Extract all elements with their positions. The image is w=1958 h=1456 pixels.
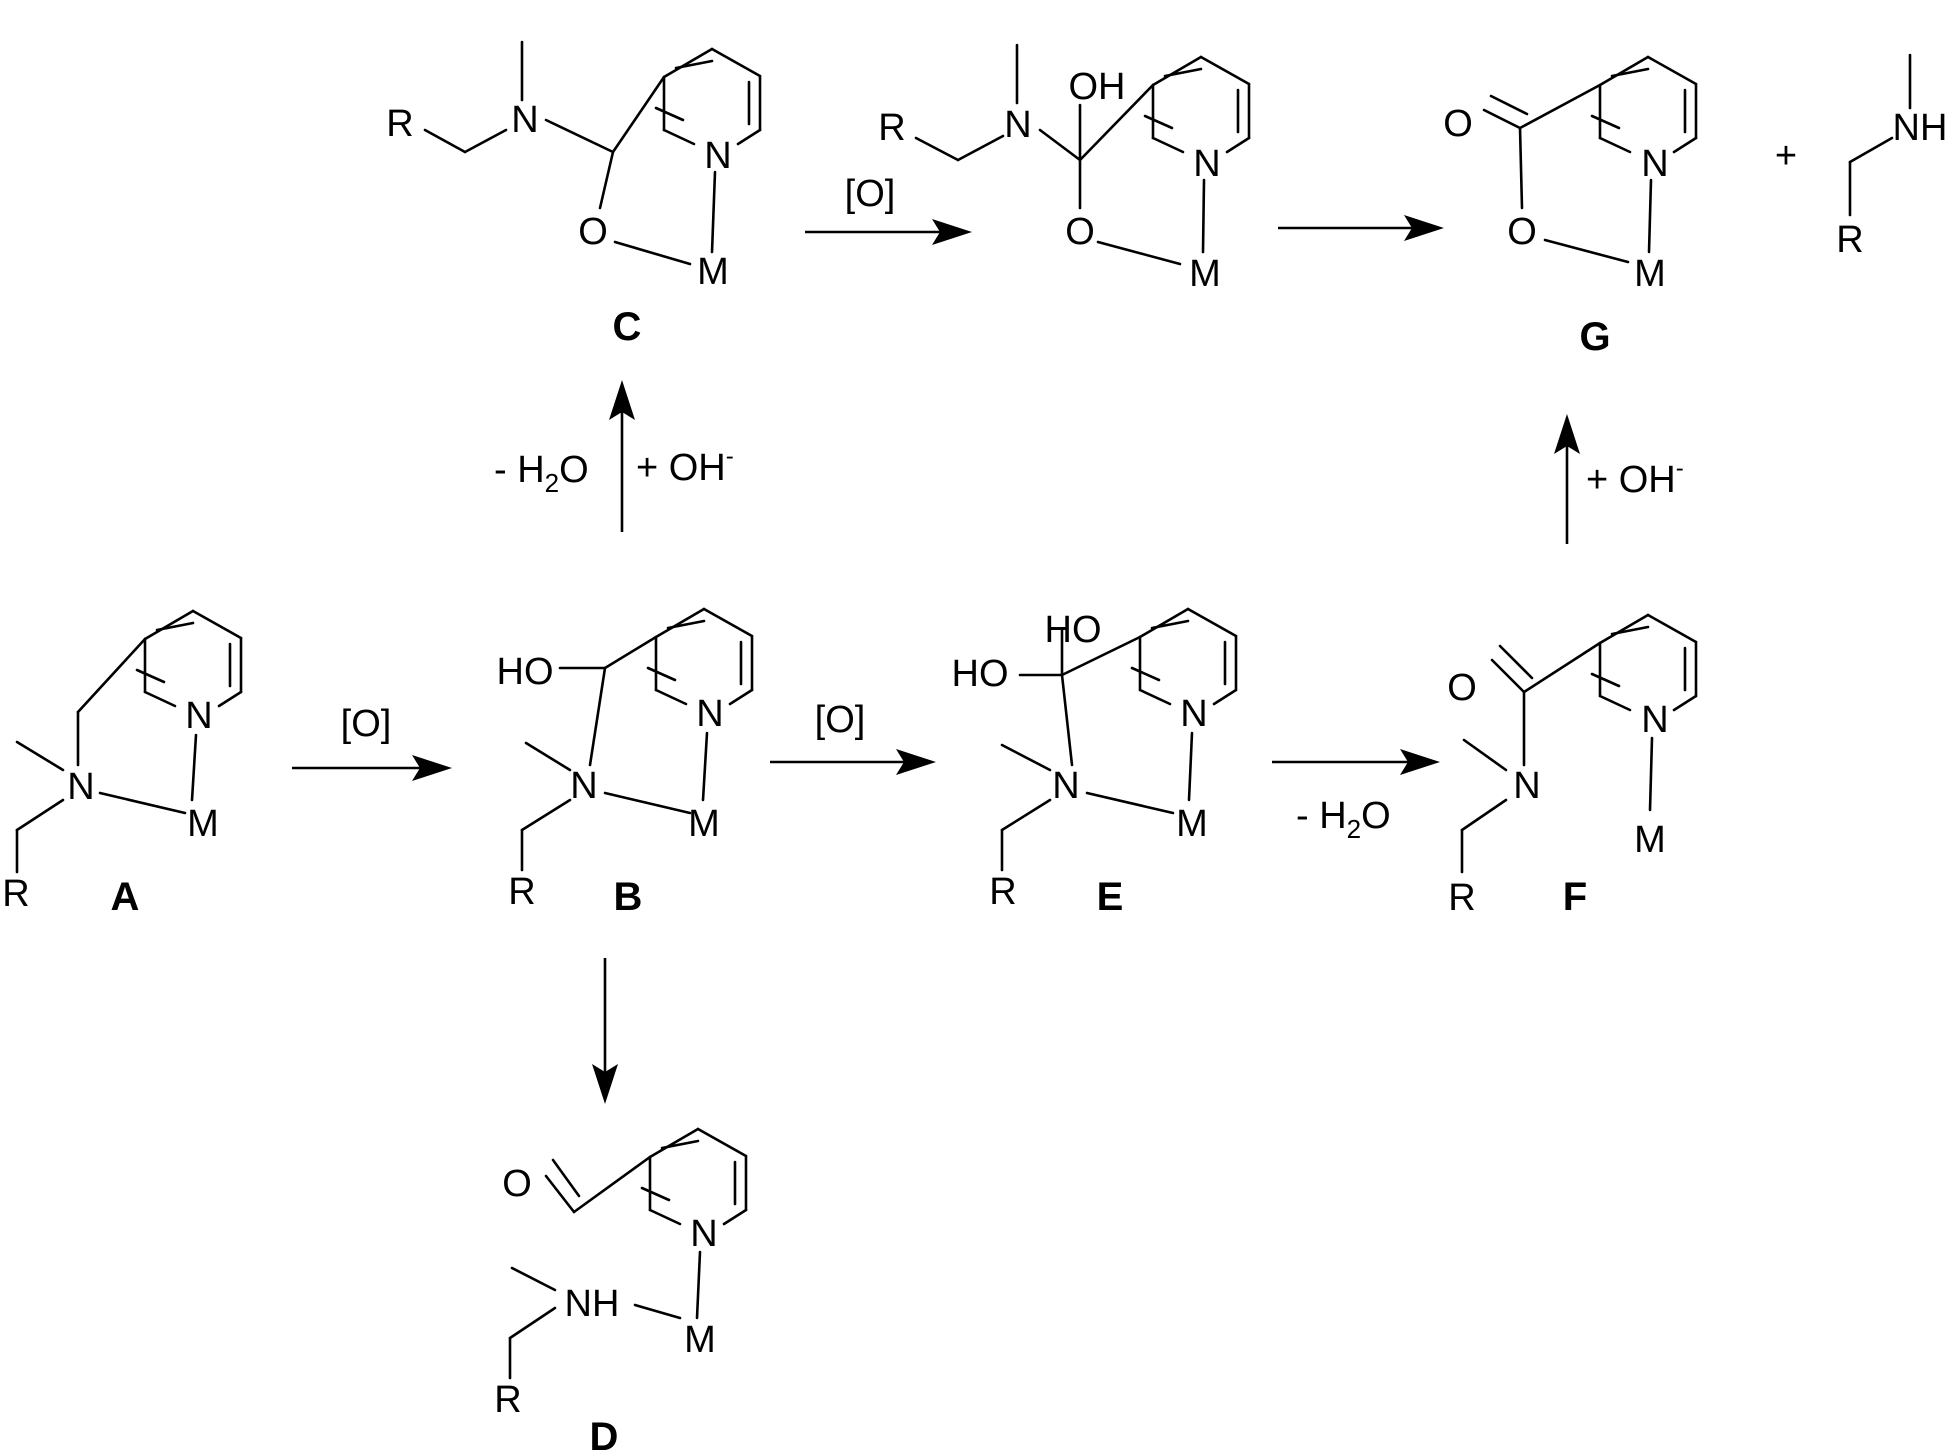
atom-O: O	[1443, 103, 1473, 145]
plus-sign: +	[1775, 135, 1797, 177]
atom-M: M	[1634, 253, 1666, 295]
compound-label-D: D	[590, 1415, 619, 1456]
atom-R: R	[1448, 877, 1475, 919]
atom-N: N	[511, 99, 538, 141]
atom-M: M	[688, 803, 720, 845]
atom-N: N	[185, 695, 212, 737]
atom-N: N	[1052, 765, 1079, 807]
arrow-B-to-E	[770, 749, 936, 775]
compound-E: HO HO N N M R E	[952, 607, 1238, 919]
atom-NH: NH	[565, 1283, 620, 1325]
compound-label-E: E	[1097, 875, 1124, 919]
atom-N: N	[1180, 693, 1207, 735]
reagent-oxidant: [O]	[815, 699, 866, 741]
compound-B: HO N N M R B	[497, 607, 754, 919]
reagent-plus-hydroxide: + OH-	[1586, 455, 1684, 501]
atom-O: O	[578, 211, 608, 253]
atom-M: M	[684, 1319, 716, 1361]
atom-N: N	[570, 765, 597, 807]
arrow-intermediate-to-G	[1278, 215, 1444, 241]
atom-R: R	[2, 873, 29, 915]
compound-label-G: G	[1579, 315, 1610, 359]
atom-N: N	[1004, 104, 1031, 146]
reagent-minus-water: - H2O	[1296, 795, 1391, 844]
atom-M: M	[187, 803, 219, 845]
reagent-minus-water: - H2O	[494, 449, 589, 498]
atom-O: O	[1447, 667, 1477, 709]
arrow-B-to-D	[592, 958, 618, 1104]
compound-C: R N N O M C	[386, 40, 762, 349]
atom-M: M	[1176, 803, 1208, 845]
atom-HO: HO	[1045, 609, 1102, 651]
secondary-amine-product: NH R	[1836, 53, 1948, 261]
atom-N: N	[1513, 765, 1540, 807]
arrow-E-to-F	[1272, 749, 1440, 775]
arrow-C-to-intermediate	[805, 219, 972, 245]
atom-O: O	[502, 1163, 532, 1205]
arrow-A-to-B	[292, 755, 452, 781]
arrow-F-to-G	[1554, 414, 1580, 544]
atom-HO: HO	[497, 651, 554, 693]
atom-R: R	[494, 1379, 521, 1421]
compound-label-A: A	[111, 875, 140, 919]
atom-N: N	[696, 693, 723, 735]
atom-M: M	[697, 251, 729, 293]
compound-G: O N O M G	[1443, 55, 1698, 359]
compound-A: N N M R A	[2, 609, 243, 919]
atom-N: N	[1641, 699, 1668, 741]
compound-label-F: F	[1563, 875, 1587, 919]
compound-D: O N NH M R D	[494, 1127, 748, 1456]
atom-N: N	[1193, 143, 1220, 185]
reagent-oxidant: [O]	[341, 703, 392, 745]
compound-F: O N N M R F	[1447, 613, 1698, 919]
atom-N: N	[1641, 143, 1668, 185]
atom-O: O	[1507, 211, 1537, 253]
atom-N: N	[704, 135, 731, 177]
atom-R: R	[508, 871, 535, 913]
atom-R: R	[1836, 219, 1863, 261]
atom-N: N	[690, 1213, 717, 1255]
atom-N: N	[67, 766, 94, 808]
atom-HO: HO	[952, 653, 1009, 695]
atom-M: M	[1189, 253, 1221, 295]
compound-label-B: B	[614, 875, 643, 919]
compound-hemiaminal-intermediate: R N OH N O M	[878, 43, 1251, 295]
compound-label-C: C	[613, 305, 642, 349]
atom-R: R	[386, 103, 413, 145]
reagent-oxidant: [O]	[845, 173, 896, 215]
atom-O: O	[1065, 211, 1095, 253]
arrow-B-to-C	[609, 380, 635, 532]
atom-M: M	[1634, 819, 1666, 861]
atom-OH: OH	[1069, 66, 1126, 108]
atom-NH: NH	[1893, 107, 1948, 149]
atom-R: R	[989, 871, 1016, 913]
reagent-plus-hydroxide: + OH-	[636, 443, 734, 489]
atom-R: R	[878, 107, 905, 149]
